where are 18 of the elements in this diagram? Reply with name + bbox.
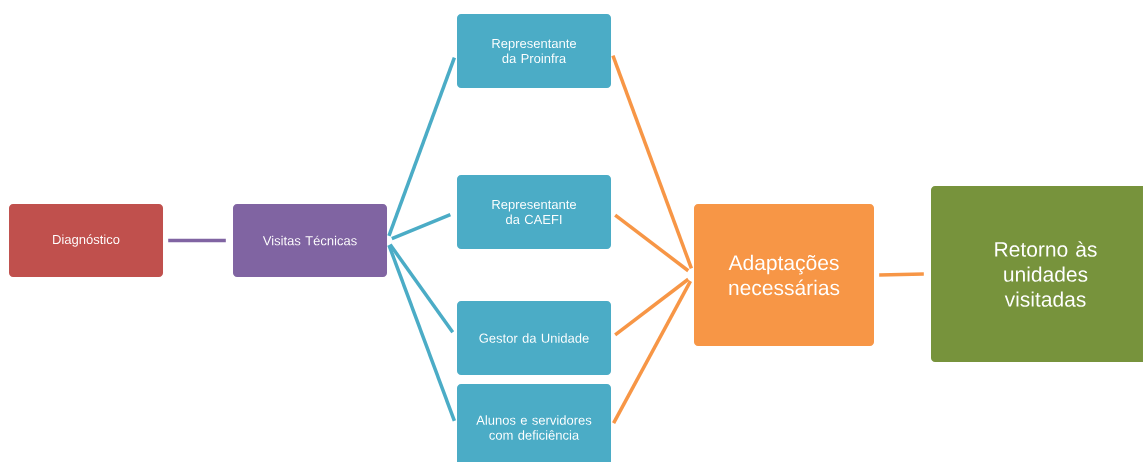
process-box: Diagnóstico	[9, 204, 163, 277]
process-box: Representante da CAEFI	[457, 175, 611, 249]
connector-line	[388, 243, 455, 334]
connector-line	[168, 238, 226, 243]
process-box: Gestor da Unidade	[457, 301, 611, 375]
connector-line	[614, 213, 690, 273]
connector-line	[879, 272, 924, 277]
connector-line	[391, 213, 451, 241]
process-box: Retorno às unidades visitadas	[931, 186, 1143, 362]
connector-line	[612, 280, 692, 424]
process-box: Visitas Técnicas	[233, 204, 387, 277]
process-box: Adaptações necessárias	[694, 204, 874, 346]
process-box: Representante da Proinfra	[457, 14, 611, 88]
connector-line	[387, 56, 457, 237]
connector-line	[387, 244, 456, 422]
connector-line	[611, 55, 694, 270]
process-box: Alunos e servidores com deficiência	[457, 384, 611, 462]
connector-line	[614, 277, 690, 337]
